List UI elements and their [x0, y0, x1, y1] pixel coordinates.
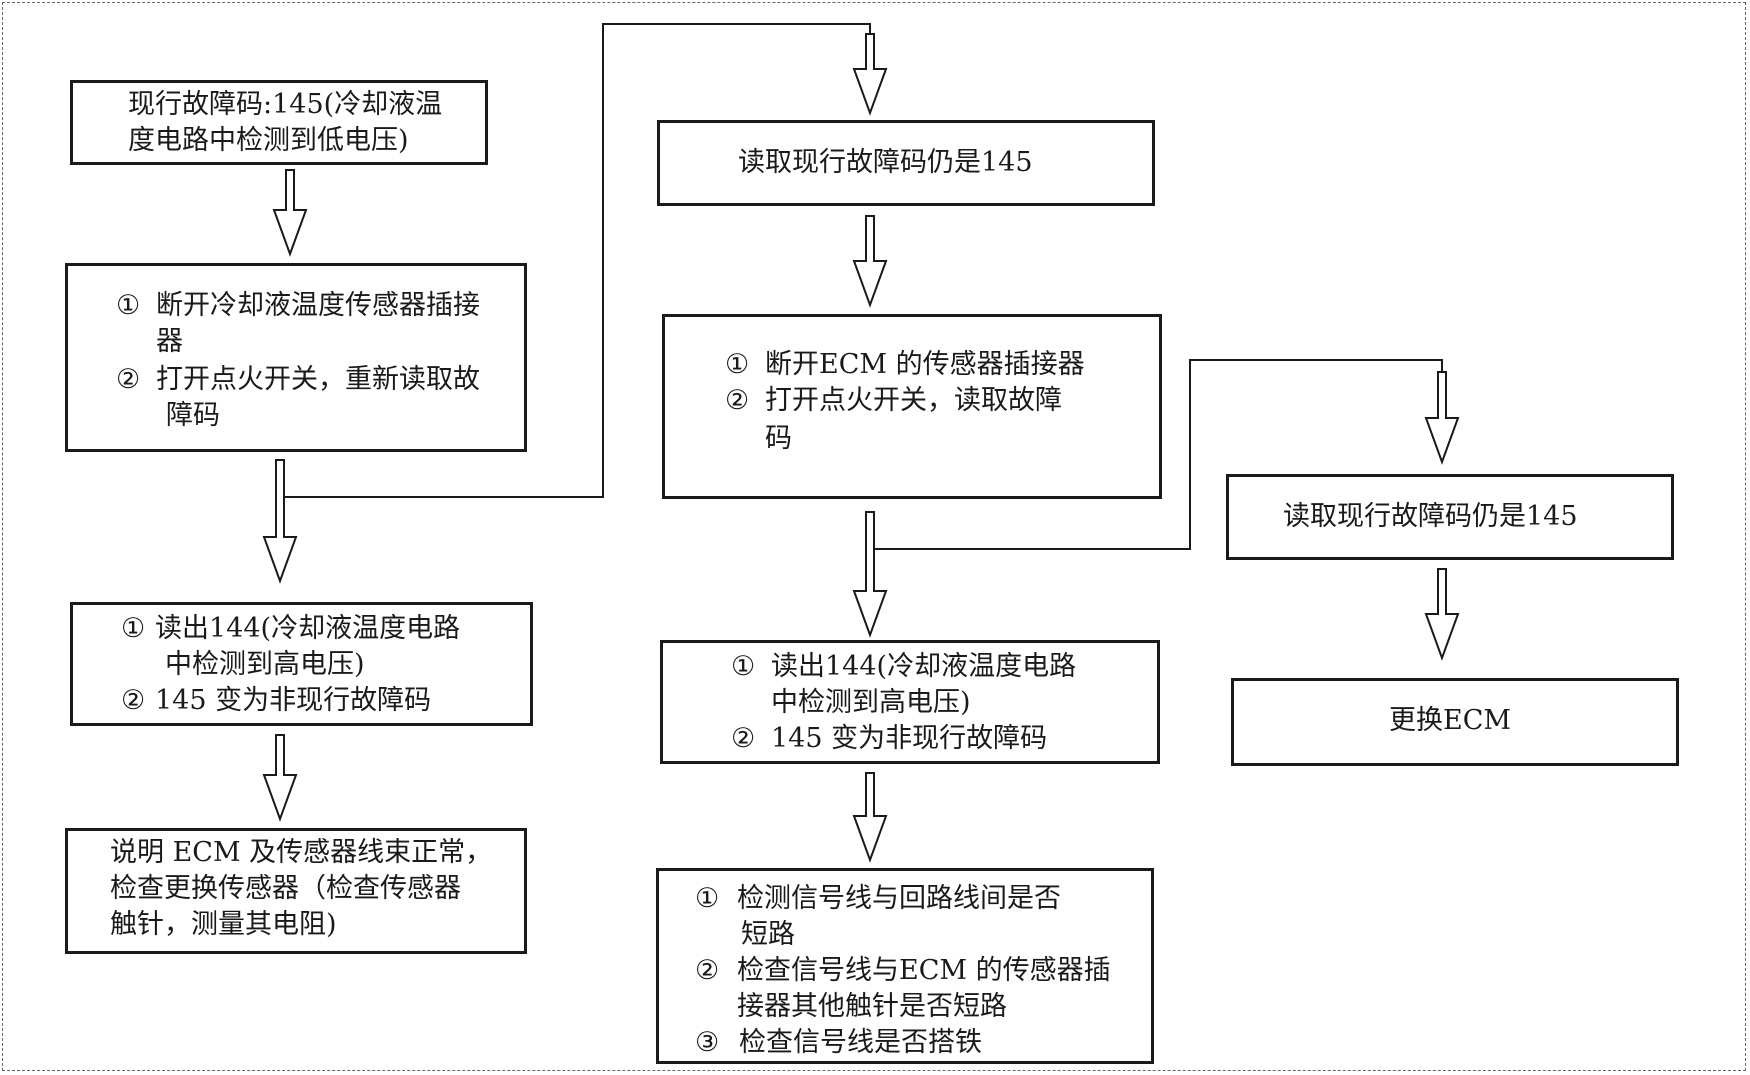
- box-text-line: 145 变为非现行故障码: [771, 723, 1048, 754]
- box-text-line: 现行故障码:145(冷却液温: [128, 89, 443, 120]
- box-text-line: 中检测到高电压): [771, 687, 971, 718]
- box-text-line: 读出144(冷却液温度电路: [771, 651, 1077, 682]
- box-text-line: 读取现行故障码仍是145: [1283, 501, 1578, 532]
- step1-box: ① 断开冷却液温度传感器插接 器 ② 打开点火开关，重新读取故 障码: [65, 263, 527, 452]
- box-text-line: 读出144(冷却液温度电路: [155, 613, 461, 644]
- hollow-down-arrow-icon: [262, 734, 298, 822]
- step-number: ②: [731, 723, 756, 754]
- box-text-line: 检测信号线与回路线间是否: [737, 883, 1061, 914]
- box-text-line: 度电路中检测到低电压): [128, 125, 409, 156]
- hollow-down-arrow-icon: [1424, 568, 1460, 661]
- step-number: ③: [695, 1027, 720, 1058]
- box-text-line: 短路: [741, 919, 795, 950]
- box-text-line: 断开ECM 的传感器插接器: [765, 349, 1085, 380]
- step-number: ②: [116, 364, 141, 395]
- box-text-line: 断开冷却液温度传感器插接: [156, 290, 480, 321]
- step-number: ②: [695, 955, 720, 986]
- step-number: ①: [731, 651, 756, 682]
- box-text-line: 读取现行故障码仍是145: [738, 147, 1033, 178]
- box-text-line: 更换ECM: [1389, 705, 1512, 736]
- connector-line-to-still145-a: [280, 23, 871, 498]
- connector-line-to-still145-b: [870, 359, 1443, 550]
- hollow-down-arrow-icon: [272, 169, 308, 257]
- step-number: ②: [121, 685, 146, 716]
- hollow-down-arrow-icon: [1424, 371, 1460, 465]
- box-text-line: 码: [765, 423, 792, 454]
- box-text-line: 中检测到高电压): [165, 649, 365, 680]
- still145-b-box: 读取现行故障码仍是145: [1226, 474, 1674, 560]
- step-number: ①: [121, 613, 146, 644]
- box-text-line: 打开点火开关，重新读取故: [156, 364, 480, 395]
- box-text-line: 说明 ECM 及传感器线束正常，: [110, 837, 493, 868]
- conclusion1-box: 说明 ECM 及传感器线束正常， 检查更换传感器（检查传感器 触针，测量其电阻): [65, 828, 527, 954]
- hollow-down-arrow-icon: [852, 33, 888, 116]
- box-text-line: 接器其他触针是否短路: [737, 991, 1007, 1022]
- step2-box: ① 断开ECM 的传感器插接器 ② 打开点火开关，读取故障 码: [662, 314, 1162, 499]
- box-text-line: 检查信号线是否搭铁: [739, 1027, 982, 1058]
- result2-box: ① 读出144(冷却液温度电路 中检测到高电压) ② 145 变为非现行故障码: [660, 640, 1160, 764]
- box-text-line: 检查更换传感器（检查传感器: [110, 873, 461, 904]
- step-number: ②: [725, 385, 750, 416]
- step-number: ①: [695, 883, 720, 914]
- result1-box: ① 读出144(冷却液温度电路 中检测到高电压) ② 145 变为非现行故障码: [70, 602, 533, 726]
- current-code-box: 现行故障码:145(冷却液温 度电路中检测到低电压): [70, 80, 488, 165]
- replace-ecm-box: 更换ECM: [1231, 678, 1679, 766]
- hollow-down-arrow-icon: [852, 511, 888, 638]
- step-number: ①: [725, 349, 750, 380]
- box-text-line: 触针，测量其电阻): [110, 909, 337, 940]
- box-text-line: 打开点火开关，读取故障: [765, 385, 1062, 416]
- hollow-down-arrow-icon: [262, 459, 298, 584]
- still145-a-box: 读取现行故障码仍是145: [657, 120, 1155, 206]
- box-text-line: 145 变为非现行故障码: [155, 685, 432, 716]
- hollow-down-arrow-icon: [852, 215, 888, 308]
- hollow-down-arrow-icon: [852, 772, 888, 863]
- box-text-line: 障码: [166, 400, 220, 431]
- box-text-line: 器: [156, 326, 183, 357]
- step-number: ①: [116, 290, 141, 321]
- box-text-line: 检查信号线与ECM 的传感器插: [737, 955, 1111, 986]
- checks-box: ① 检测信号线与回路线间是否 短路 ② 检查信号线与ECM 的传感器插 接器其他…: [656, 868, 1154, 1064]
